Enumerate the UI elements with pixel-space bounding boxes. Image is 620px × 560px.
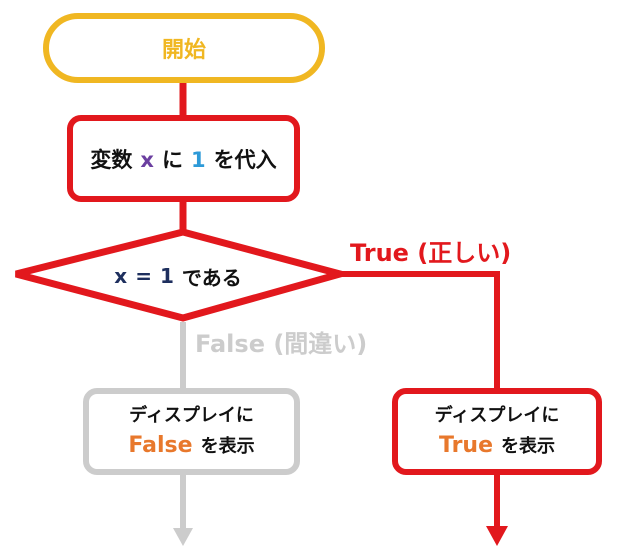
true-arrow-head-icon [486, 526, 508, 546]
true-box-value: True [438, 433, 494, 458]
false-arrow-head-icon [173, 528, 193, 546]
condition-var: x [114, 264, 128, 288]
display-true-process: ディスプレイに True を表示 [392, 388, 602, 475]
false-box-value: False [128, 433, 193, 458]
true-box-suffix: を表示 [501, 436, 556, 457]
decision-label: x = 1 である [13, 232, 343, 320]
true-box-line1: ディスプレイに [434, 405, 560, 426]
false-box-line1: ディスプレイに [129, 405, 254, 426]
false-branch-label: False (間違い) [195, 330, 368, 358]
false-box-suffix: を表示 [200, 436, 255, 457]
display-false-process: ディスプレイに False を表示 [83, 388, 300, 475]
assign-mid: に [161, 147, 183, 172]
assign-value: 1 [190, 147, 206, 172]
condition-value: 1 [159, 264, 174, 288]
assign-prefix: 変数 [90, 147, 133, 172]
start-terminal: 開始 [43, 13, 325, 83]
condition-suffix: である [181, 265, 242, 290]
false-box-line2: False を表示 [128, 431, 254, 462]
assign-var: x [140, 147, 154, 172]
condition-op: = [135, 264, 152, 288]
start-label: 開始 [161, 38, 206, 63]
connector-true-branch [340, 271, 500, 388]
assign-suffix: を代入 [213, 147, 277, 172]
true-branch-label: True (正しい) [350, 239, 512, 267]
decision-diamond [15, 228, 354, 322]
true-box-line2: True を表示 [439, 431, 555, 462]
